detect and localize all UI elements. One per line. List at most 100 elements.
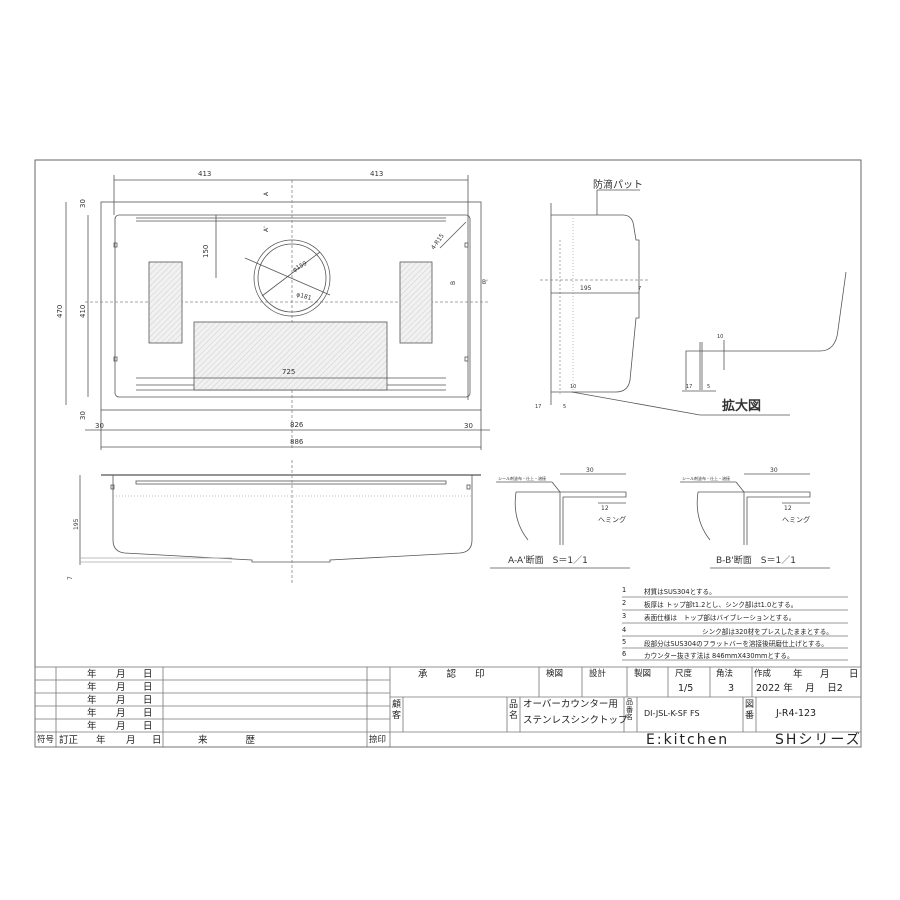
svg-text:B': B' [482,279,488,286]
svg-text:B: B [450,281,457,285]
rev-year: 年 [87,682,97,693]
rev-year: 年 [87,669,97,680]
created-month-label: 月 [820,669,830,680]
rev-header-correction: 訂正 [59,735,79,746]
rev-day: 日 [143,721,153,732]
svg-text:7: 7 [638,286,641,292]
rev-header-history: 来 歴 [198,735,256,746]
rev-day: 日 [143,682,153,693]
svg-text:413: 413 [198,170,211,178]
rev-header-day: 日 [152,735,162,746]
svg-text:30: 30 [770,467,778,474]
product-name-line1: オーバーカウンター用 [523,699,618,710]
product-name-line2: ステンレスシンクトップ [523,715,628,726]
svg-text:10: 10 [570,384,576,390]
title-block-grid [34,666,862,748]
svg-text:拡大図: 拡大図 [722,398,761,414]
section-labels: シール剤塗布・仕上・溶接 シール剤塗布・仕上・溶接 30 30 12 12 ヘミ… [498,467,810,566]
pad-left [148,261,183,344]
svg-text:10: 10 [717,334,723,340]
section-a-drawing [490,473,630,569]
svg-text:12: 12 [784,505,792,512]
projection-value: 3 [728,683,735,694]
detail-view-labels: 10 17 5 拡大図 [686,334,761,414]
detail-view [682,271,847,392]
rev-day: 日 [143,669,153,680]
svg-text:B-B'断面 S＝1／1: B-B'断面 S＝1／1 [716,554,796,566]
product-name-label: 品名 [509,700,519,721]
svg-text:30: 30 [586,467,594,474]
front-view-labels: 195 7 [67,518,80,580]
svg-text:886: 886 [290,438,304,446]
part-number: DI-JSL-K-SF FS [644,709,700,718]
section-b-drawing [680,473,830,569]
plan-view [65,175,490,450]
svg-text:470: 470 [56,305,64,318]
rev-day: 日 [143,708,153,719]
svg-text:410: 410 [79,305,87,318]
svg-text:ヘミング: ヘミング [598,515,626,524]
drawing-number: J-R4-123 [776,708,817,719]
company-name: E:kitchen [646,732,730,748]
rev-header-seal: 捺印 [369,735,387,745]
svg-text:φ159: φ159 [292,260,309,274]
rev-year: 年 [87,695,97,706]
svg-text:A': A' [263,226,270,232]
rev-month: 月 [116,669,126,680]
svg-text:195: 195 [580,285,592,292]
rev-header-month: 月 [126,735,136,746]
scale-label: 尺度 [675,669,693,679]
created-label: 作成 [754,669,772,679]
svg-text:5: 5 [707,384,710,390]
drain-inner-circle [257,243,327,313]
svg-text:シール剤塗布・仕上・溶接: シール剤塗布・仕上・溶接 [498,475,546,481]
svg-text:826: 826 [290,421,304,429]
drafting-label: 製図 [634,669,652,679]
created-date: 2022 年 月 日2 [756,683,843,694]
front-view [79,460,481,585]
svg-text:A: A [263,191,270,196]
rev-year: 年 [87,708,97,719]
rev-month: 月 [116,721,126,732]
rev-header-year: 年 [96,735,106,746]
projection-label: 角法 [716,669,734,679]
design-label: 設計 [589,669,607,679]
svg-text:725: 725 [282,368,295,376]
svg-text:5: 5 [563,404,566,410]
rev-month: 月 [116,695,126,706]
created-year-label: 年 [793,669,803,680]
side-view-labels: 防滴パット 195 7 10 17 5 [535,178,643,410]
drawing-number-label: 図番 [745,700,755,721]
svg-text:4-R15: 4-R15 [430,232,446,251]
svg-text:φ181: φ181 [295,291,312,302]
created-day-label: 日 [849,669,859,680]
side-view [540,189,790,416]
pad-right [399,261,433,344]
part-number-label: 品番名 [626,698,633,722]
check-label: 検図 [546,669,564,679]
svg-text:195: 195 [73,518,80,530]
rev-header-symbol: 符号 [37,735,55,745]
svg-text:150: 150 [202,245,210,258]
svg-text:30: 30 [95,422,104,430]
svg-text:A-A'断面 S＝1／1: A-A'断面 S＝1／1 [508,554,588,566]
svg-text:17: 17 [686,384,692,390]
svg-text:シール剤塗布・仕上・溶接: シール剤塗布・仕上・溶接 [682,475,730,481]
notes-lines [622,596,848,661]
rev-month: 月 [116,708,126,719]
series-name: SHシリーズ [775,732,862,748]
pad-bottom [193,321,388,391]
customer-label: 顧客 [392,700,402,721]
svg-text:ヘミング: ヘミング [782,515,810,524]
approval-seal-label: 承 認 印 [418,669,485,680]
svg-text:30: 30 [464,422,473,430]
svg-text:30: 30 [79,199,87,208]
svg-text:7: 7 [67,576,74,580]
svg-text:30: 30 [79,411,87,420]
svg-text:12: 12 [601,505,609,512]
drain-outer-circle [253,239,331,317]
svg-text:17: 17 [535,404,541,410]
svg-text:413: 413 [370,170,383,178]
rev-month: 月 [116,682,126,693]
